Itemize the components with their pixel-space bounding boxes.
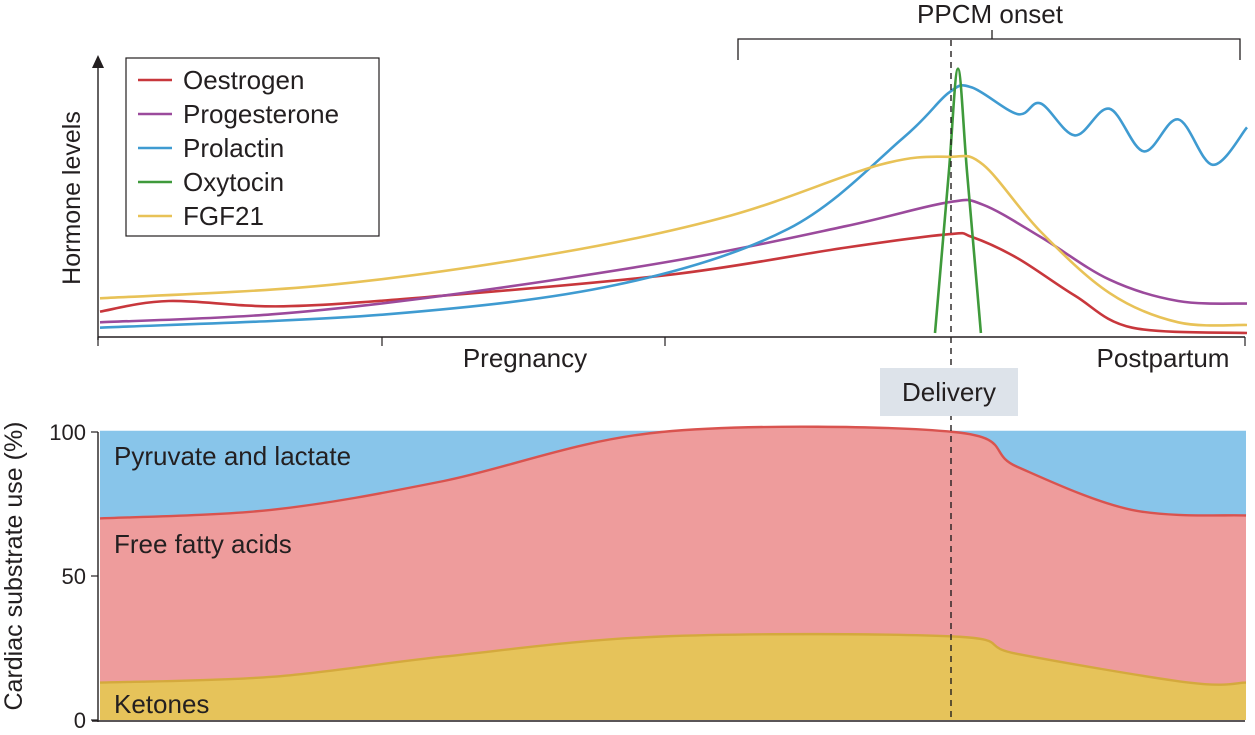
prolactin-line xyxy=(99,83,1249,329)
oxytocin-line xyxy=(933,67,983,334)
oestrogen-line xyxy=(99,231,1248,335)
free-fatty-acids-area-edge xyxy=(99,425,1247,520)
phase-label-pregnancy: Pregnancy xyxy=(463,343,587,373)
ppcm-onset-label: PPCM onset xyxy=(917,0,1064,29)
substrate-areas xyxy=(99,425,1247,720)
upper-y-label: Hormone levels xyxy=(58,111,86,285)
y-tick-label-0: 0 xyxy=(74,708,86,733)
legend-label-prolactin: Prolactin xyxy=(183,133,284,163)
delivery-label: Delivery xyxy=(902,377,996,407)
area-label-pyruvate: Pyruvate and lactate xyxy=(114,441,351,471)
progesterone-line xyxy=(99,198,1248,324)
area-label-fatty-acids: Free fatty acids xyxy=(114,529,292,559)
legend-label-oestrogen: Oestrogen xyxy=(183,65,304,95)
y-tick-label-100: 100 xyxy=(49,420,86,445)
phase-label-postpartum: Postpartum xyxy=(1097,343,1230,373)
substrate-area-chart: 100 50 0 Cardiac substrate use (%) Pyruv… xyxy=(0,420,1247,733)
delivery-label-box xyxy=(880,368,1018,416)
ketones-area xyxy=(100,634,1246,720)
hormone-line-chart: Hormone levels Pregnancy Postpartum PPCM… xyxy=(58,0,1249,373)
fgf21-line xyxy=(99,154,1248,327)
legend: OestrogenProgesteroneProlactinOxytocinFG… xyxy=(125,57,380,237)
lower-y-label: Cardiac substrate use (%) xyxy=(0,421,28,710)
ketones-area-edge xyxy=(99,632,1247,686)
legend-items: OestrogenProgesteroneProlactinOxytocinFG… xyxy=(138,65,339,231)
legend-label-progesterone: Progesterone xyxy=(183,99,339,129)
area-label-ketones: Ketones xyxy=(114,689,209,719)
y-tick-label-50: 50 xyxy=(62,564,86,589)
legend-label-fgf21: FGF21 xyxy=(183,201,264,231)
hormone-lines xyxy=(99,67,1249,335)
legend-label-oxytocin: Oxytocin xyxy=(183,167,284,197)
upper-y-arrowhead xyxy=(92,55,104,68)
ppcm-onset-bracket xyxy=(737,38,1241,60)
